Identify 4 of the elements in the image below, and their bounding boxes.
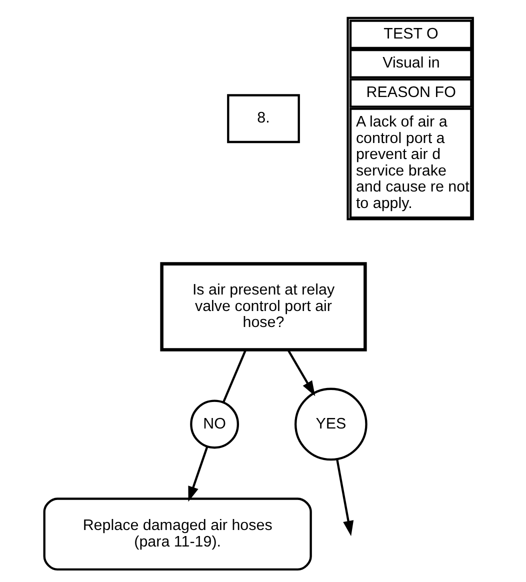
label: A lack of air a control port a prevent air d service brake and cause re not to apply.	[355, 113, 469, 212]
label: TEST O	[383, 25, 438, 42]
label: Visual in	[382, 54, 440, 72]
label: REASON FO	[366, 84, 456, 102]
